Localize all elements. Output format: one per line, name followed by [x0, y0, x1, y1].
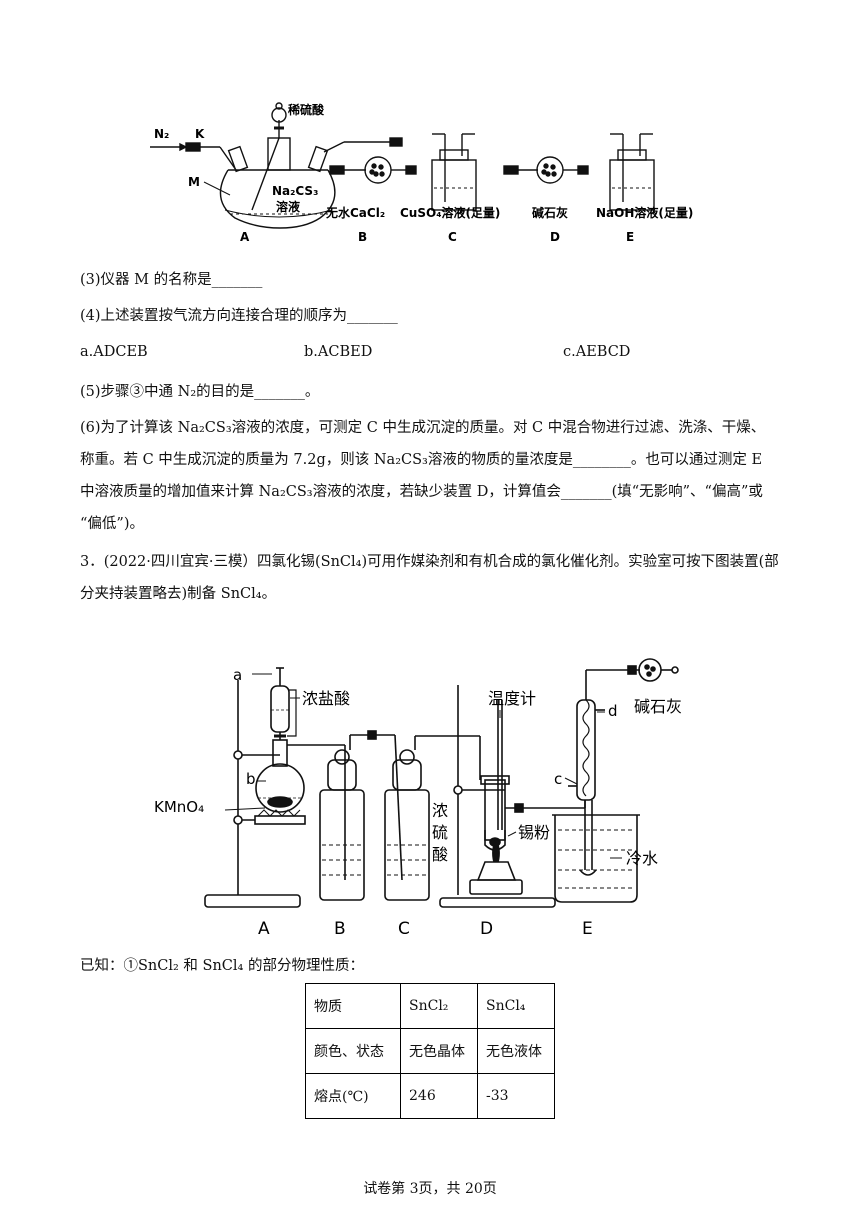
option-c: c.AEBCD	[563, 344, 631, 360]
table-row: 颜色、状态 无色晶体 无色液体	[305, 1028, 555, 1074]
fig2-letter-d: D	[480, 919, 493, 939]
table-cell: 无色液体	[477, 1028, 555, 1074]
question-6-line-1: (6)为了计算该 Na₂CS₃溶液的浓度，可测定 C 中生成沉淀的质量。对 C …	[80, 420, 766, 436]
fig1-letter-b: B	[358, 230, 367, 244]
apparatus-figure-2: a 浓盐酸 b KMnO₄ 温度计 浓 硫 酸 锡粉 d 碱石灰 c 冷水 A …	[154, 658, 682, 939]
fig2-label-hcl: 浓盐酸	[302, 689, 350, 708]
fig2-label-c: c	[554, 770, 562, 788]
question-4: (4)上述装置按气流方向连接合理的顺序为_______	[80, 308, 398, 324]
fig2-label-soda: 碱石灰	[634, 697, 682, 716]
fig2-letter-b: B	[334, 919, 346, 939]
fig1-label-k: K	[195, 127, 205, 141]
fig2-label-kmno4: KMnO₄	[154, 798, 204, 816]
known-info: 已知：①SnCl₂ 和 SnCl₄ 的部分物理性质：	[80, 958, 364, 974]
apparatus-figure-1: N₂ K 稀硫酸 M Na₂CS₃ 溶液 无水CaCl₂ CuSO₄溶液(足量)…	[150, 102, 693, 244]
option-b: b.ACBED	[304, 344, 373, 360]
table-cell: 物质	[305, 983, 401, 1029]
fig1-letter-d: D	[550, 230, 560, 244]
table-cell: SnCl₂	[400, 983, 478, 1029]
fig1-label-na2cs3: Na₂CS₃	[272, 184, 318, 198]
table-cell: 无色晶体	[400, 1028, 478, 1074]
fig2-label-a: a	[233, 666, 242, 684]
table-cell: -33	[477, 1073, 555, 1119]
fig2-label-h2so4-1: 浓	[432, 801, 448, 820]
fig2-label-h2so4-2: 硫	[432, 823, 448, 842]
table-row: 物质 SnCl₂ SnCl₄	[305, 983, 555, 1029]
fig1-letter-a: A	[240, 230, 250, 244]
option-a: a.ADCEB	[80, 344, 148, 360]
fig1-label-solution: 溶液	[276, 199, 300, 214]
fig2-label-h2so4-3: 酸	[432, 845, 448, 864]
fig1-caption-b: 无水CaCl₂	[325, 205, 385, 220]
fig1-caption-d: 碱石灰	[532, 205, 568, 220]
fig2-label-thermometer: 温度计	[488, 689, 536, 708]
fig2-label-d: d	[608, 702, 618, 720]
question-6-line-3: 中溶液质量的增加值来计算 Na₂CS₃溶液的浓度，若缺少装置 D，计算值会___…	[80, 484, 763, 500]
problem-3-line-2: 分夹持装置略去)制备 SnCl₄。	[80, 586, 277, 602]
table-cell: 246	[400, 1073, 478, 1119]
fig1-label-n2: N₂	[154, 127, 169, 141]
fig1-label-m: M	[188, 175, 200, 189]
fig1-letter-c: C	[448, 230, 457, 244]
question-5: (5)步骤③中通 N₂的目的是_______。	[80, 384, 320, 400]
fig2-label-sn: 锡粉	[518, 823, 550, 842]
fig2-label-b: b	[246, 770, 256, 788]
fig2-letter-e: E	[582, 919, 593, 939]
fig2-label-water: 冷水	[626, 849, 658, 868]
question-6-line-4: “偏低”)。	[80, 516, 144, 532]
fig1-caption-e: NaOH溶液(足量)	[596, 205, 693, 220]
table-row: 熔点(℃) 246 -33	[305, 1073, 555, 1119]
fig1-caption-c: CuSO₄溶液(足量)	[400, 205, 500, 220]
table-cell: SnCl₄	[477, 983, 555, 1029]
fig1-label-acid: 稀硫酸	[288, 102, 325, 117]
fig2-letter-c: C	[398, 919, 410, 939]
fig1-letter-e: E	[626, 230, 634, 244]
properties-table: 物质 SnCl₂ SnCl₄ 颜色、状态 无色晶体 无色液体 熔点(℃) 246…	[305, 983, 555, 1119]
question-6-line-2: 称重。若 C 中生成沉淀的质量为 7.2g，则该 Na₂CS₃溶液的物质的量浓度…	[80, 452, 763, 468]
table-cell: 颜色、状态	[305, 1028, 401, 1074]
question-3: (3)仪器 M 的名称是_______	[80, 272, 263, 288]
fig2-letter-a: A	[258, 919, 270, 939]
page-footer: 试卷第 3页，共 20页	[363, 1181, 497, 1197]
problem-3-line-1: 3．(2022·四川宜宾·三模）四氯化锡(SnCl₄)可用作媒染剂和有机合成的氯…	[80, 554, 779, 570]
table-cell: 熔点(℃)	[305, 1073, 401, 1119]
